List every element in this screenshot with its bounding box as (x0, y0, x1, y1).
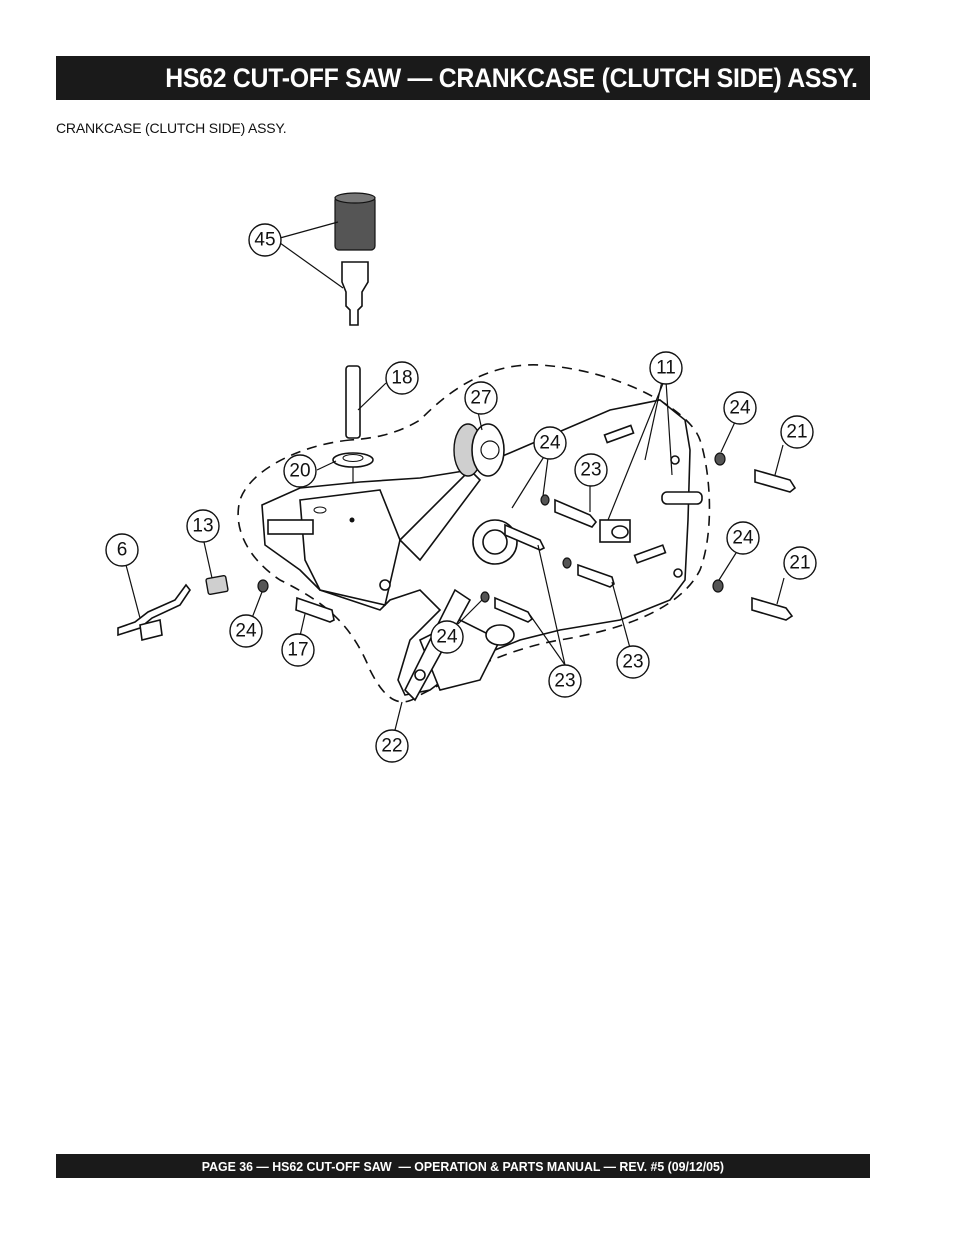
callout-18: 18 (385, 361, 419, 395)
tube-part (345, 365, 361, 439)
callout-22-label: 22 (381, 736, 402, 757)
callout-21-top-label: 21 (786, 422, 807, 443)
callout-24-center-label: 24 (539, 433, 561, 454)
callout-23-top: 23 (574, 453, 608, 487)
callout-21-bottom-label: 21 (789, 553, 810, 574)
page-footer-bar: PAGE 36 — HS62 CUT-OFF SAW — OPERATION &… (56, 1154, 870, 1178)
callout-6: 6 (105, 533, 139, 567)
callout-45-label: 45 (254, 230, 275, 251)
callout-24-center: 24 (533, 426, 567, 460)
section-caption: CRANKCASE (CLUTCH SIDE) ASSY. (56, 120, 287, 136)
callout-23-top-label: 23 (580, 460, 601, 481)
callout-27-label: 27 (470, 388, 491, 409)
callout-45: 45 (248, 223, 282, 257)
page-title: HS62 CUT-OFF SAW — CRANKCASE (CLUTCH SID… (165, 62, 859, 93)
callout-23-bottom-label: 23 (554, 671, 575, 692)
washers-and-bolts (257, 452, 797, 623)
switch-parts (117, 575, 229, 641)
callout-24-right-label: 24 (732, 528, 754, 549)
callout-11-label: 11 (656, 358, 676, 379)
callout-11: 11 (649, 351, 683, 385)
grommet-part (332, 452, 374, 520)
assembly-boundary (237, 364, 711, 703)
callout-17-label: 17 (287, 640, 308, 661)
page-title-bar: HS62 CUT-OFF SAW — CRANKCASE (CLUTCH SID… (56, 56, 870, 100)
callout-24-bottom: 24 (430, 620, 464, 654)
callout-20: 20 (283, 454, 317, 488)
callout-13-label: 13 (192, 516, 213, 537)
callout-24-bottom-label: 24 (436, 627, 458, 648)
callout-6-label: 6 (117, 540, 128, 561)
callout-24-top-right: 24 (723, 391, 757, 425)
callout-24-right: 24 (726, 521, 760, 555)
page-footer: PAGE 36 — HS62 CUT-OFF SAW — OPERATION &… (201, 1158, 725, 1174)
callout-18-label: 18 (391, 368, 412, 389)
callout-23-bottom: 23 (548, 664, 582, 698)
callout-24-top-right-label: 24 (729, 398, 751, 419)
callout-23-right: 23 (616, 645, 650, 679)
leader-lines (125, 221, 785, 731)
filter-part (334, 192, 376, 326)
callout-21-bottom: 21 (783, 546, 817, 580)
callout-22: 22 (375, 729, 409, 763)
callout-27: 27 (464, 381, 498, 415)
callout-23-right-label: 23 (622, 652, 643, 673)
callout-20-label: 20 (289, 461, 310, 482)
callout-24-left: 24 (229, 614, 263, 648)
callout-17: 17 (281, 633, 315, 667)
callout-24-left-label: 24 (235, 621, 257, 642)
callout-21-top: 21 (780, 415, 814, 449)
callout-13: 13 (186, 509, 220, 543)
